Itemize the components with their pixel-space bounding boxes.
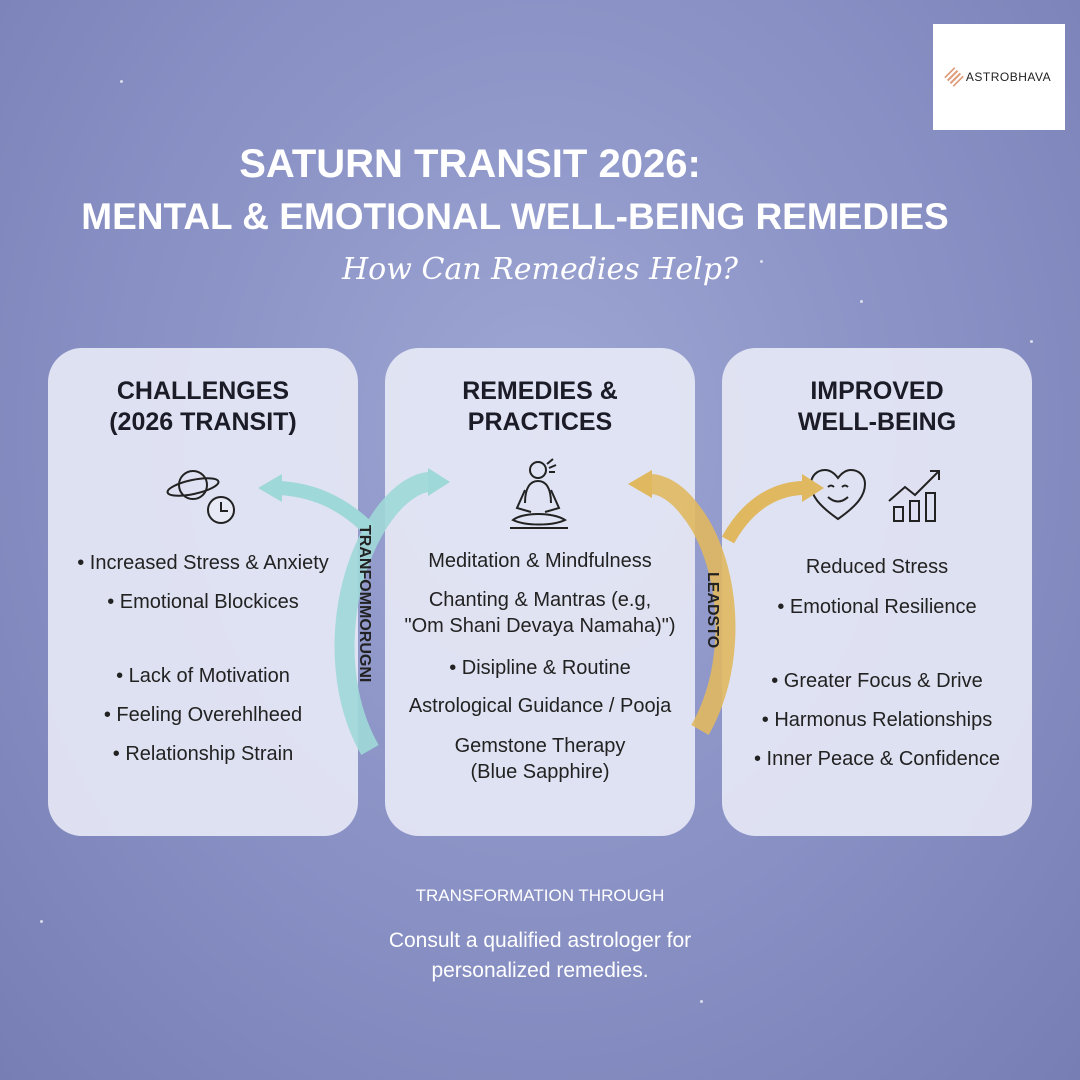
meditation-icon [510,457,568,529]
leads-to-label: LEADSTO [704,572,721,649]
footer-caption: TRANSFORMATION THROUGH [415,886,665,905]
star [860,300,863,303]
transform-arrow [258,468,450,755]
card-title: IMPROVED [810,377,944,405]
footer-line1: Consult a qualified astrologer for [388,929,692,952]
list-item: • Increased Stress & Anxiety [77,552,329,574]
list-item: • Disipline & Routine [449,657,631,679]
astrobhava-logo: ASTROBHAVA [933,24,1065,130]
list-item: Gemstone Therapy [454,735,626,757]
leads-to-arrow [628,470,824,735]
star [700,1000,703,1003]
card-subtitle: PRACTICES [467,408,613,436]
logo-text: ASTROBHAVA [965,70,1052,84]
remedies-card: REMEDIES & PRACTICES Meditation & Mindful… [385,348,695,836]
card-subtitle: (2026 TRANSIT) [109,408,297,436]
list-item: • Inner Peace & Confidence [753,748,1001,770]
card-title: CHALLENGES [116,377,290,405]
list-item: Astrological Guidance / Pooja [408,695,672,717]
footer-line2: personalized remedies. [431,959,649,982]
wellbeing-card: IMPROVED WELL-BEING Reduced Stress • Emot… [722,348,1032,836]
list-item: Chanting & Mantras (e.g, [428,589,652,611]
list-item: • Emotional Blockices [107,591,299,613]
card-title: REMEDIES & [462,377,618,405]
footer-note: Consult a qualified astrologer for perso… [0,926,1080,986]
list-item: (Blue Sapphire) [470,761,610,783]
title-line2: MENTAL & EMOTIONAL WELL-BEING REMEDIES [81,196,949,237]
list-item: • Greater Focus & Drive [771,670,983,692]
list-item: • Lack of Motivation [116,665,290,687]
list-item: Reduced Stress [805,556,949,578]
card-subtitle: WELL-BEING [797,408,957,436]
star [1030,340,1033,343]
star [760,260,763,263]
saturn-clock-icon [166,470,235,524]
list-item: Meditation & Mindfulness [428,550,652,572]
growth-chart-icon [888,470,940,522]
list-item: • Emotional Resilience [777,596,977,618]
star [120,80,123,83]
title-line1: SATURN TRANSIT 2026: [239,142,701,186]
list-item: • Harmonus Relationships [761,709,993,731]
subtitle: How Can Remedies Help? [342,252,738,287]
logo-mark-icon [943,67,964,87]
star [40,920,43,923]
challenges-card: CHALLENGES (2026 TRANSIT) • Increased Str… [48,348,358,836]
list-item: • Feeling Overehlheed [103,704,303,726]
list-item: "Om Shani Devaya Namaha)") [404,615,676,637]
list-item: • Relationship Strain [112,743,294,765]
transform-label: TRANFOMMORUGNI [356,525,373,683]
